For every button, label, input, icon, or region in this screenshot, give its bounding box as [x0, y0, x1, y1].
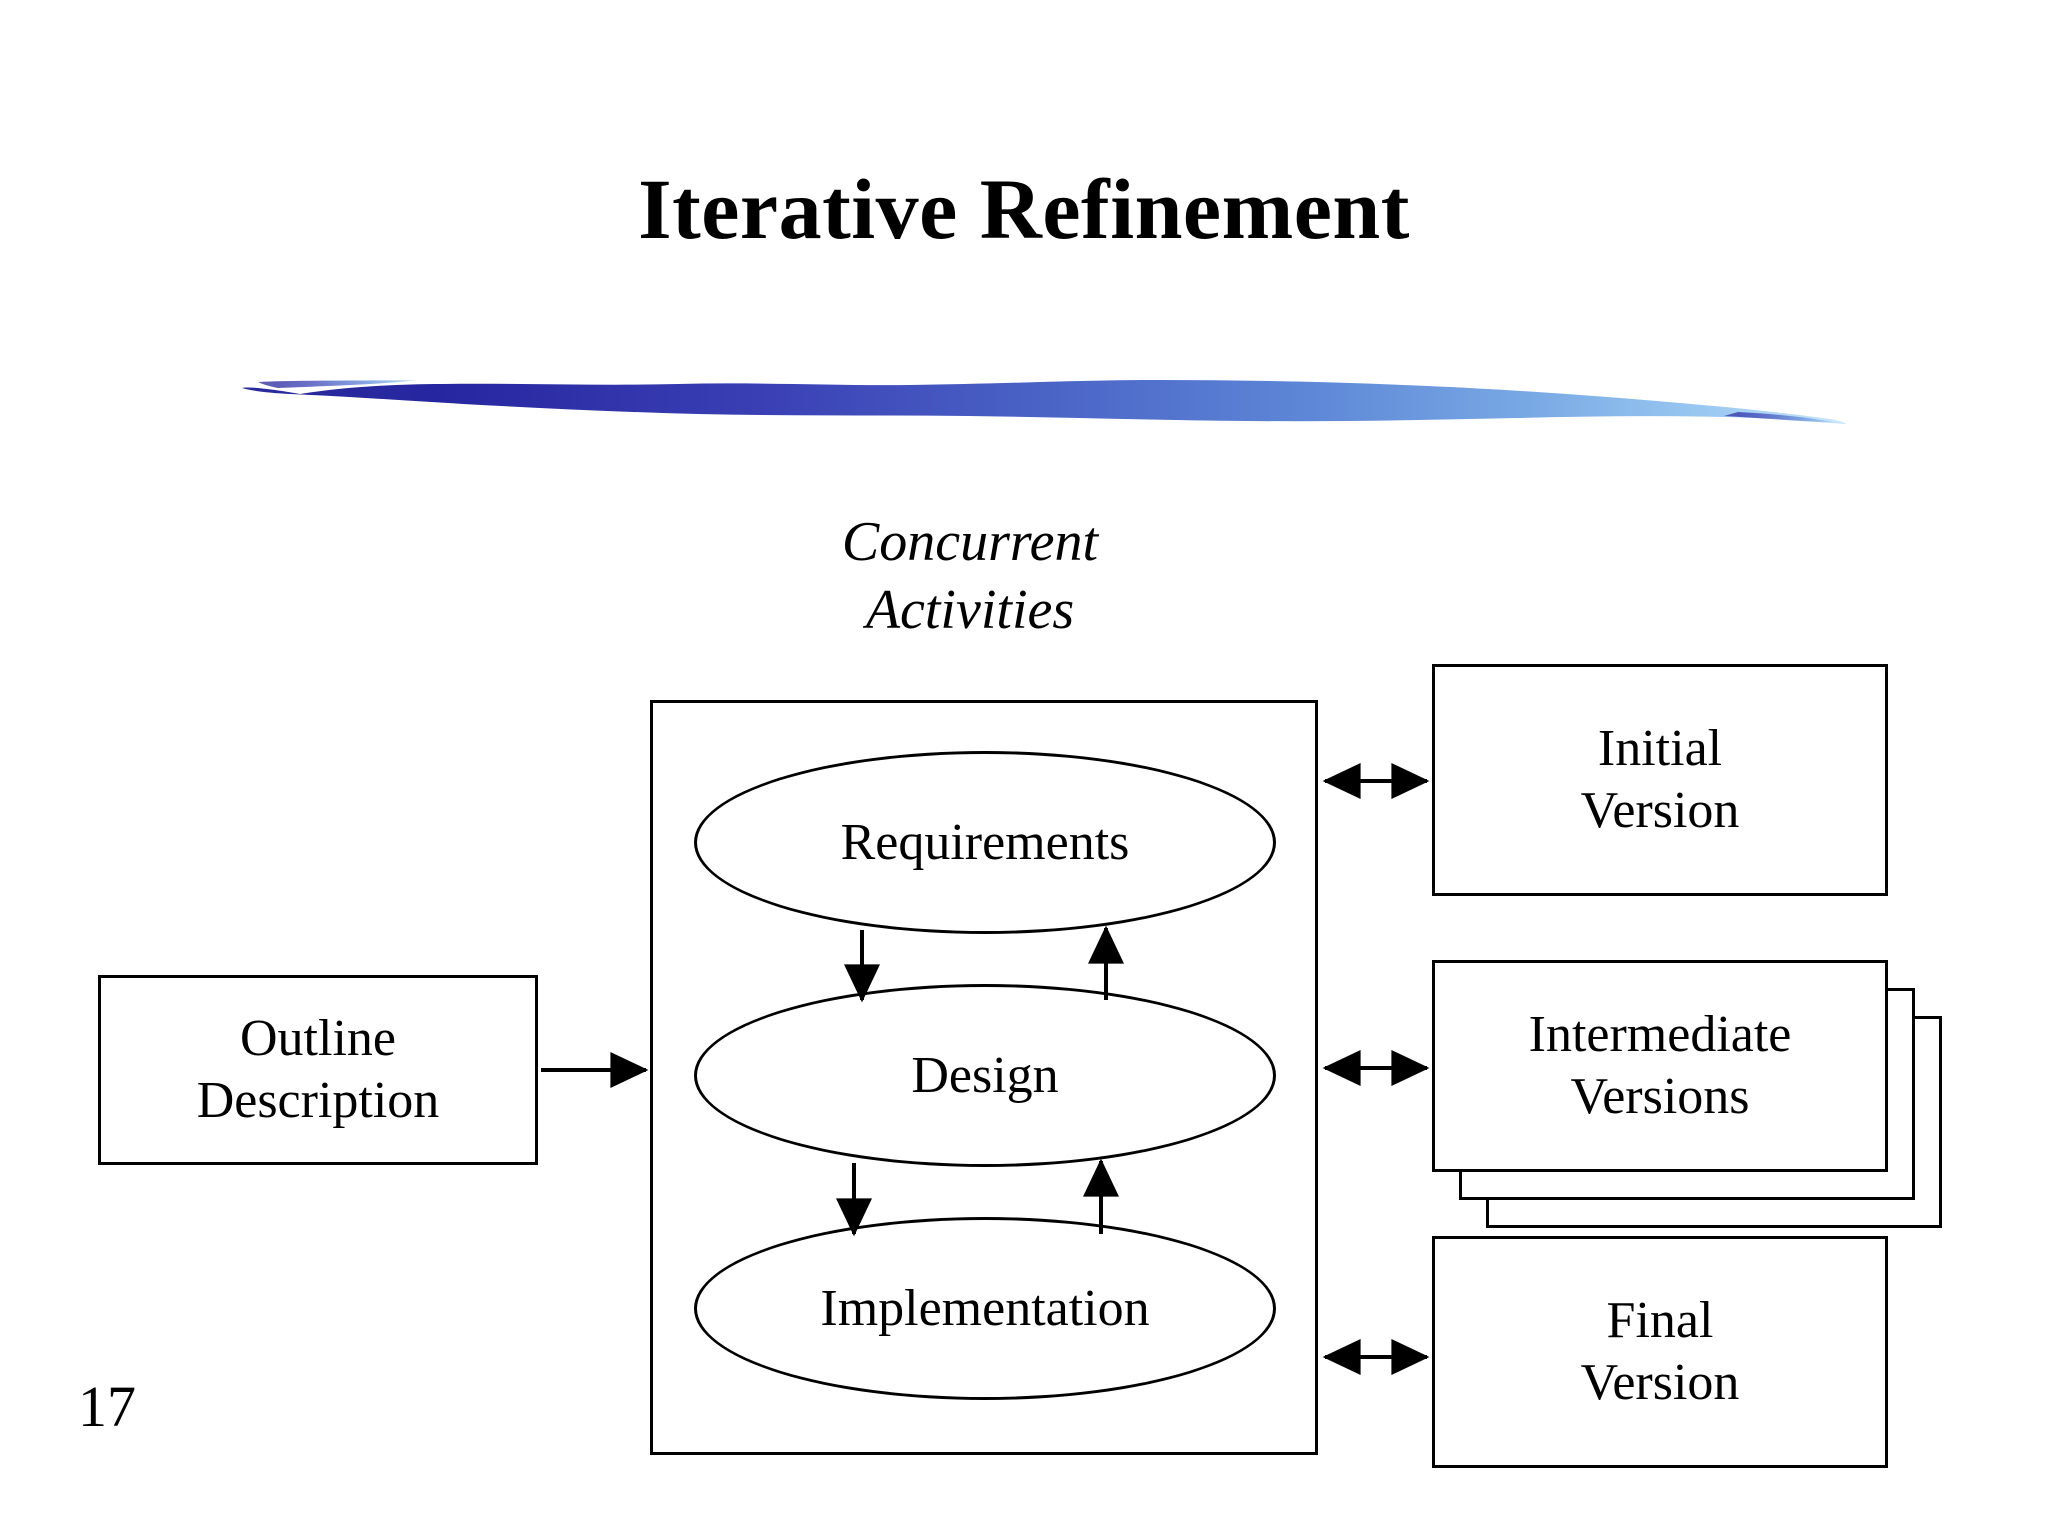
final-version-line-1: Final — [1606, 1291, 1714, 1349]
activity-ellipse-implementation[interactable]: Implementation — [694, 1217, 1276, 1400]
caption-line-1: Concurrent — [841, 511, 1099, 573]
activity-label-requirements: Requirements — [840, 814, 1130, 871]
initial-version-label: Initial Version — [1581, 718, 1740, 843]
concurrent-activities-caption: Concurrent Activities — [640, 508, 1300, 645]
activity-label-design: Design — [911, 1047, 1059, 1104]
final-version-line-2: Version — [1580, 1354, 1740, 1411]
brush-stroke-divider — [238, 368, 1848, 444]
intermediate-versions-line-2: Versions — [1570, 1068, 1750, 1125]
initial-version-box[interactable]: Initial Version — [1432, 664, 1888, 896]
outline-description-box[interactable]: Outline Description — [98, 975, 538, 1165]
page-title: Iterative Refinement — [638, 161, 1410, 257]
intermediate-versions-line-1: Intermediate — [1528, 1005, 1792, 1063]
initial-version-line-2: Version — [1580, 782, 1740, 839]
page-number: 17 — [78, 1374, 136, 1439]
activity-label-implementation: Implementation — [820, 1280, 1150, 1337]
outline-description-line-1: Outline — [240, 1009, 396, 1067]
activity-ellipse-requirements[interactable]: Requirements — [694, 751, 1276, 934]
intermediate-versions-box-front[interactable]: Intermediate Versions — [1432, 960, 1888, 1172]
outline-description-label: Outline Description — [197, 1008, 440, 1133]
brush-stroke-icon — [242, 380, 1846, 424]
caption-line-2: Activities — [865, 579, 1075, 642]
activity-ellipse-design[interactable]: Design — [694, 984, 1276, 1167]
intermediate-versions-label: Intermediate Versions — [1435, 1004, 1885, 1129]
initial-version-line-1: Initial — [1597, 719, 1723, 777]
final-version-label: Final Version — [1581, 1290, 1740, 1415]
final-version-box[interactable]: Final Version — [1432, 1236, 1888, 1468]
outline-description-line-2: Description — [196, 1072, 440, 1129]
intermediate-versions-stack[interactable]: Intermediate Versions — [1432, 960, 1942, 1228]
